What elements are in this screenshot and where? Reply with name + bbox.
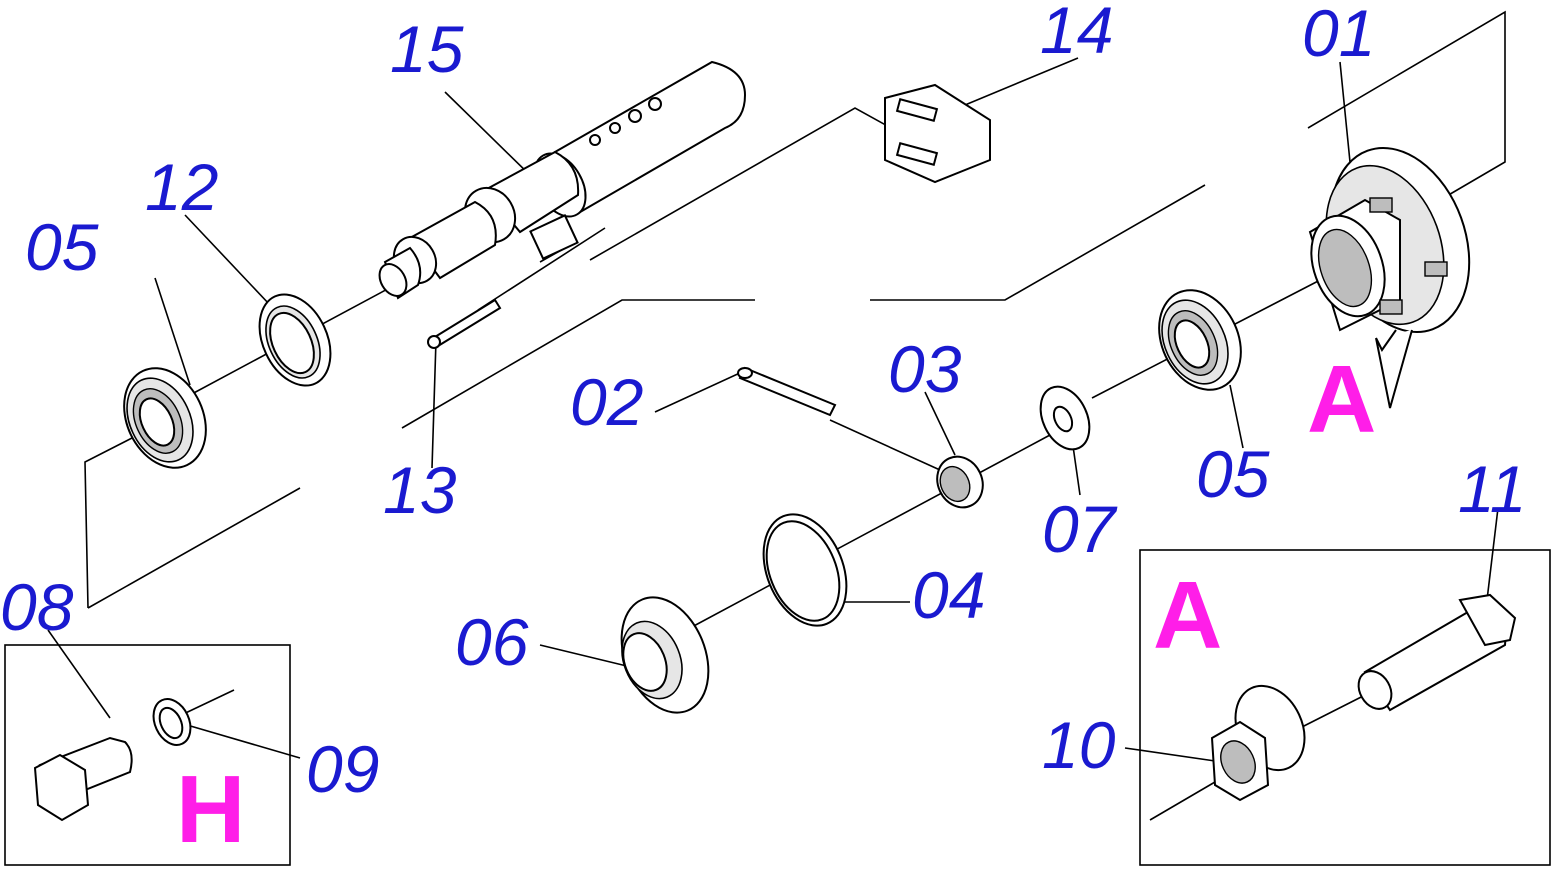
- part-01-wheel-hub: [1308, 147, 1471, 409]
- callout-06: 06: [455, 605, 529, 679]
- callout-05-right: 05: [1196, 437, 1270, 511]
- detail-letters: A A H: [176, 346, 1376, 863]
- callout-13: 13: [383, 453, 457, 527]
- detail-letter-a-main: A: [1307, 346, 1376, 453]
- detail-letter-h-box: H: [176, 756, 245, 863]
- part-05-bearing-right: [1158, 289, 1242, 391]
- part-14-bracket: [884, 83, 991, 184]
- callout-05-left: 05: [25, 210, 99, 284]
- callout-07: 07: [1042, 492, 1118, 566]
- detail-box-a: [1139, 549, 1551, 866]
- part-04-gasket: [762, 513, 848, 627]
- detail-letter-a-box: A: [1153, 562, 1222, 669]
- callout-15: 15: [390, 12, 464, 86]
- callout-14: 14: [1040, 0, 1113, 67]
- callout-08: 08: [0, 570, 74, 644]
- detail-box-h: [4, 644, 291, 866]
- part-02-locking-pin: [737, 366, 837, 417]
- callout-11: 11: [1458, 452, 1527, 526]
- callout-12: 12: [145, 150, 218, 224]
- callout-10: 10: [1042, 708, 1116, 782]
- part-15-axle-spindle: [378, 60, 747, 300]
- callout-numbers: 01 02 03 04 05 05 06 07 08 09 10 11 12 1…: [0, 0, 1527, 806]
- callout-03: 03: [888, 332, 962, 406]
- part-12-seal-ring: [258, 293, 332, 387]
- callout-04: 04: [912, 558, 985, 632]
- part-07-washer: [1039, 385, 1091, 451]
- callout-09: 09: [306, 732, 379, 806]
- part-13-cotter-pin: [427, 298, 502, 349]
- callout-02: 02: [570, 365, 643, 439]
- part-03-castle-nut: [936, 455, 984, 509]
- callout-01: 01: [1302, 0, 1375, 70]
- part-05-bearing-left: [123, 367, 207, 469]
- part-06-hub-cap: [620, 596, 710, 714]
